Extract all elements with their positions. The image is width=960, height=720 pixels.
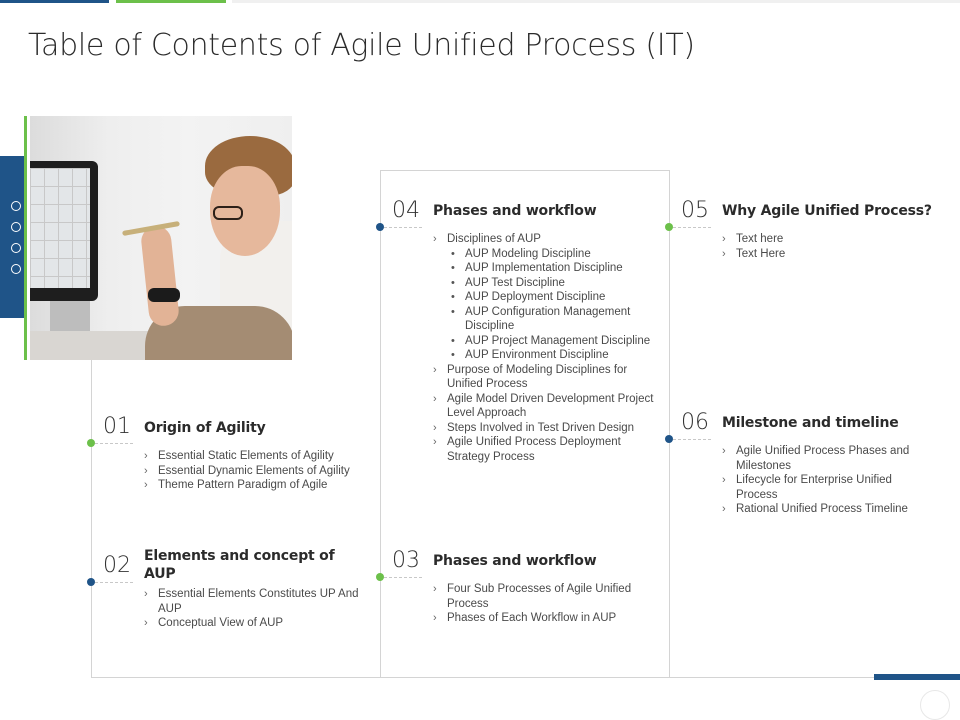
circle-icon xyxy=(11,264,21,274)
section-number: 04 xyxy=(392,198,420,223)
list-item: Essential Dynamic Elements of Agility xyxy=(144,464,374,479)
section-number: 05 xyxy=(681,198,709,223)
section-heading: Milestone and timeline xyxy=(722,415,899,431)
section-number: 03 xyxy=(392,548,420,573)
green-vertical-rule xyxy=(24,116,27,360)
dashed-connector xyxy=(673,227,711,228)
timeline-node xyxy=(87,439,95,447)
section-number: 02 xyxy=(103,553,131,578)
section-heading: Elements and concept of AUP xyxy=(144,548,335,582)
section-item-list: Disciplines of AUP AUP Modeling Discipli… xyxy=(433,232,661,464)
section-item-list: Four Sub Processes of Agile Unified Proc… xyxy=(433,582,658,626)
timeline-node xyxy=(87,578,95,586)
list-item: Disciplines of AUP xyxy=(433,232,661,247)
section-heading: Phases and workflow xyxy=(433,553,597,569)
list-item: Text here xyxy=(722,232,947,247)
section-item-list: Text here Text Here xyxy=(722,232,947,261)
bottom-accent-bar xyxy=(874,674,960,680)
dashed-connector xyxy=(384,577,422,578)
sub-list-item: AUP Deployment Discipline xyxy=(433,290,661,305)
dashed-connector xyxy=(384,227,422,228)
column-3-bottom-rule xyxy=(669,677,875,678)
circle-icon xyxy=(11,243,21,253)
page-title: Table of Contents of Agile Unified Proce… xyxy=(28,28,695,63)
list-item: Theme Pattern Paradigm of Agile xyxy=(144,478,374,493)
dashed-connector xyxy=(95,582,133,583)
list-item: Steps Involved in Test Driven Design xyxy=(433,421,661,436)
timeline-node xyxy=(376,573,384,581)
section-item-list: Essential Elements Constitutes UP And AU… xyxy=(144,587,359,631)
sub-list-item: AUP Implementation Discipline xyxy=(433,261,661,276)
sub-list-item: AUP Environment Discipline xyxy=(433,348,661,363)
list-item: Text Here xyxy=(722,247,947,262)
timeline-node xyxy=(665,435,673,443)
sub-list-item: AUP Test Discipline xyxy=(433,276,661,291)
section-item-list: Essential Static Elements of Agility Ess… xyxy=(144,449,374,493)
list-item: Lifecycle for Enterprise Unified Process xyxy=(722,473,927,502)
section-heading: Phases and workflow xyxy=(433,203,597,219)
list-item: Conceptual View of AUP xyxy=(144,616,359,631)
list-item: Agile Unified Process Phases and Milesto… xyxy=(722,444,927,473)
list-item: Four Sub Processes of Agile Unified Proc… xyxy=(433,582,658,611)
dashed-connector xyxy=(95,443,133,444)
woman-with-pen-photo xyxy=(30,116,292,360)
sub-list-item: AUP Modeling Discipline xyxy=(433,247,661,262)
list-item: Rational Unified Process Timeline xyxy=(722,502,927,517)
top-accent-bar-blue xyxy=(0,0,109,3)
sub-list-item: AUP Project Management Discipline xyxy=(433,334,661,349)
timeline-node xyxy=(376,223,384,231)
timeline-node xyxy=(665,223,673,231)
list-item: Phases of Each Workflow in AUP xyxy=(433,611,658,626)
section-number: 01 xyxy=(103,414,131,439)
circle-icon xyxy=(11,222,21,232)
list-item: Essential Static Elements of Agility xyxy=(144,449,374,464)
column-3-divider xyxy=(669,170,670,678)
circle-icon xyxy=(11,201,21,211)
list-item: Essential Elements Constitutes UP And AU… xyxy=(144,587,359,616)
list-item: Agile Model Driven Development Project L… xyxy=(433,392,661,421)
dashed-connector xyxy=(673,439,711,440)
top-accent-bar-grey xyxy=(232,0,960,3)
section-heading: Why Agile Unified Process? xyxy=(722,203,932,219)
list-item: Agile Unified Process Deployment Strateg… xyxy=(433,435,661,464)
corner-circle-decoration xyxy=(920,690,950,720)
list-item: Purpose of Modeling Disciplines for Unif… xyxy=(433,363,661,392)
sub-list-item: AUP Configuration Management Discipline xyxy=(433,305,661,334)
section-heading: Origin of Agility xyxy=(144,420,266,436)
section-number: 06 xyxy=(681,410,709,435)
top-accent-bar-green xyxy=(116,0,226,3)
section-item-list: Agile Unified Process Phases and Milesto… xyxy=(722,444,927,517)
side-panel-navigation xyxy=(0,156,26,318)
